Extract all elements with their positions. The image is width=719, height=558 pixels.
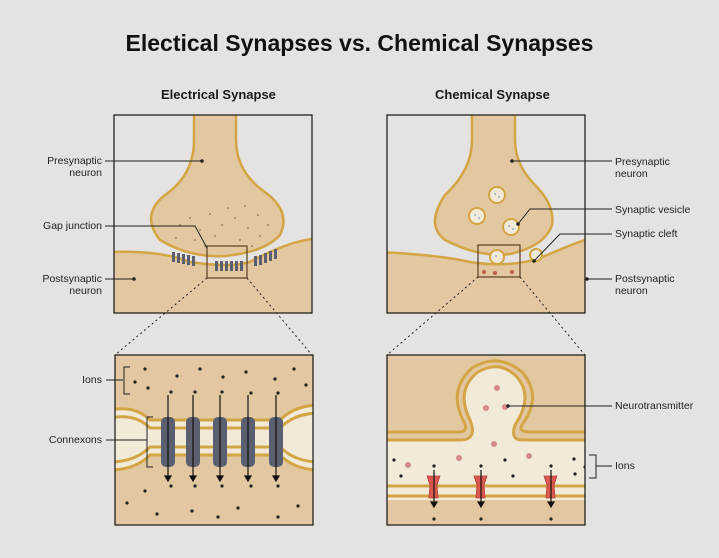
ions [125, 367, 308, 519]
synaptic-cleft-zoom-box [477, 244, 521, 278]
presynaptic-neuron [433, 115, 554, 256]
connexon-detail-panel [115, 355, 313, 525]
presynaptic-neuron [150, 115, 285, 258]
label-neurotransmitter: Neurotransmitter [615, 400, 694, 412]
synaptic-vesicles [468, 186, 543, 265]
neurotransmitter-detail-panel [387, 355, 585, 525]
neurotransmitters [405, 385, 532, 468]
ion-dots [175, 205, 269, 247]
label-ions: Ions [615, 460, 635, 472]
label-synaptic-vesicle: Synaptic vesicle [615, 204, 691, 216]
chemical-overview-panel [387, 115, 585, 313]
diagram-title: Electical Synapses vs. Chemical Synapses [125, 30, 594, 56]
ion-flow-arrows [163, 395, 281, 483]
postsynaptic-neuron [387, 238, 585, 313]
label-ions: Ions [82, 374, 102, 386]
chemical-synapse-heading: Chemical Synapse [435, 87, 550, 102]
receptor-dots [482, 270, 514, 275]
label-gap-junction: Gap junction [43, 220, 102, 232]
gap-junction-zoom-box [206, 245, 248, 279]
ion-flow-arrows [429, 470, 556, 509]
label-connexons: Connexons [48, 434, 102, 446]
ions [392, 457, 585, 521]
label-synaptic-cleft: Synaptic cleft [615, 228, 678, 240]
electrical-synapse-heading: Electrical Synapse [161, 87, 276, 102]
electrical-overview-panel [114, 115, 312, 313]
gap-junction-channels [172, 249, 277, 271]
